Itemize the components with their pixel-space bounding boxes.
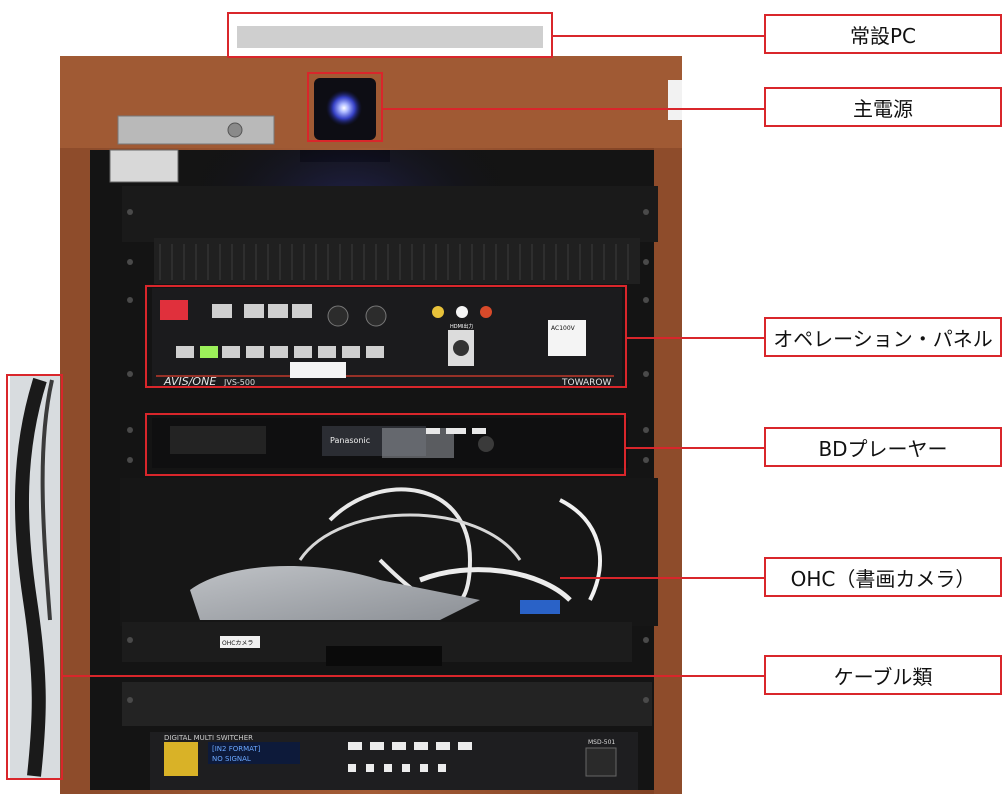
callout-cables: ケーブル類 [764, 655, 1002, 695]
callout-ohc: OHC（書画カメラ） [764, 557, 1002, 597]
cables-highlight [6, 374, 63, 780]
bd-highlight [145, 413, 626, 476]
pc-leader-line [553, 35, 766, 37]
pc-highlight [227, 12, 553, 58]
brand-left-label: AVIS/ONE [163, 375, 216, 388]
switcher-display-line-1: [IN2 FORMAT] [212, 745, 261, 753]
bd-leader-line [626, 447, 764, 449]
hdmi-label: HDMI出力 [450, 323, 473, 330]
ac-label: AC100V [551, 325, 576, 332]
panel-leader-line [626, 337, 764, 339]
switcher-display-line-2: NO SIGNAL [212, 755, 251, 763]
power-leader-line [383, 108, 766, 110]
model-label: JVS-500 [223, 378, 255, 387]
power-highlight [307, 72, 383, 142]
callout-pc: 常設PC [764, 14, 1002, 54]
panel-highlight [145, 285, 627, 388]
switcher-model-label: MSD-501 [588, 739, 615, 746]
callout-panel: オペレーション・パネル [764, 317, 1002, 357]
ohc-leader-line [560, 577, 764, 579]
cables-leader-line [63, 675, 764, 677]
callout-bd: BDプレーヤー [764, 427, 1002, 467]
bd-brand-label: Panasonic [330, 436, 370, 445]
ohc-sticker-label: OHCカメラ [222, 640, 253, 647]
callout-power: 主電源 [764, 87, 1002, 127]
pc-placeholder-bar [237, 26, 543, 48]
brand-right-label: TOWAROW [561, 378, 611, 388]
switcher-name-label: DIGITAL MULTI SWITCHER [164, 734, 253, 742]
